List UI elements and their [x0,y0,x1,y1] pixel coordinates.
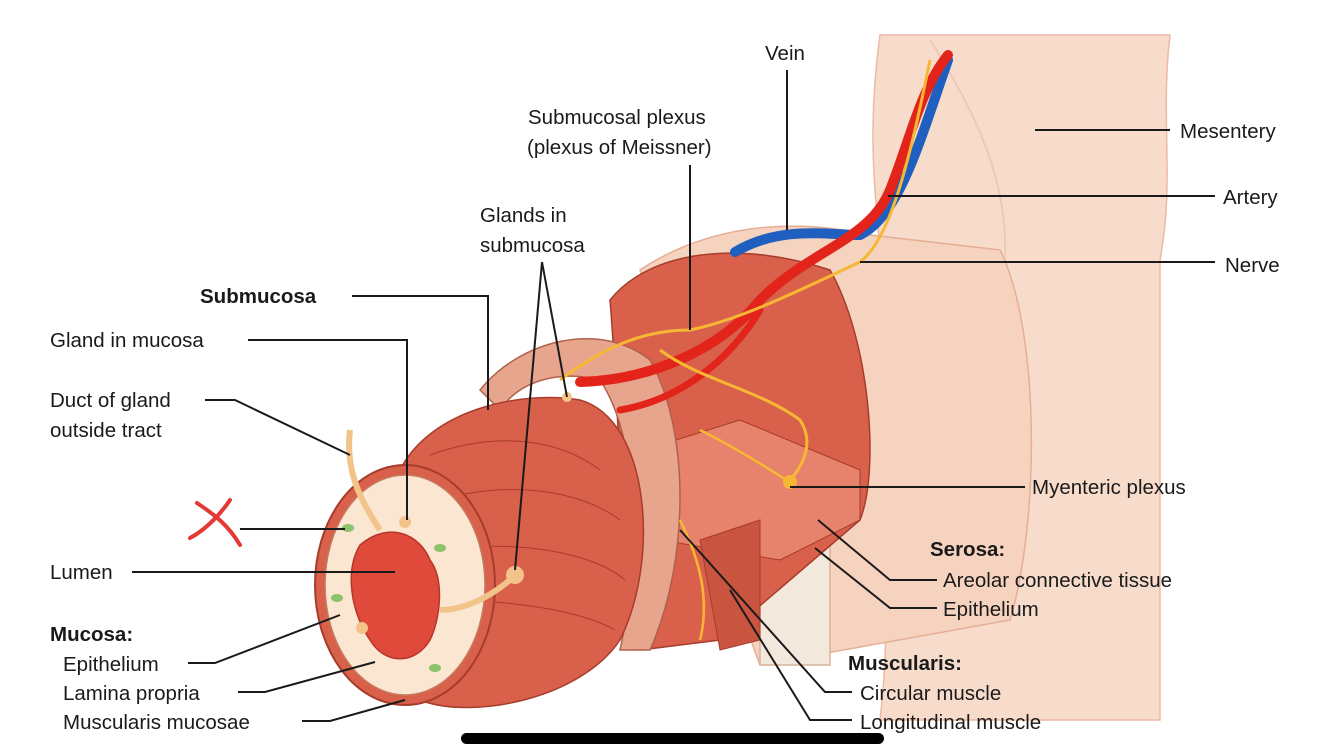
label-gland-in-mucosa: Gland in mucosa [50,329,204,352]
label-nerve: Nerve [1225,254,1280,277]
vein-vessel [730,55,953,257]
label-submucosal-plexus-1: Submucosal plexus [528,106,706,129]
label-mucosa: Mucosa: [50,623,133,646]
x-annotation [188,498,242,547]
label-epithelium-mucosa: Epithelium [63,653,159,676]
label-lumen: Lumen [50,561,113,584]
label-glands-submucosa-1: Glands in [480,204,567,227]
label-longitudinal-muscle: Longitudinal muscle [860,711,1041,734]
label-areolar: Areolar connective tissue [943,569,1172,592]
label-serosa: Serosa: [930,538,1005,561]
labels: Vein Submucosal plexus (plexus of Meissn… [50,42,1280,734]
label-mesentery: Mesentery [1180,120,1276,143]
label-artery: Artery [1223,186,1278,209]
artery-vessel [575,50,953,387]
label-lamina-propria: Lamina propria [63,682,200,705]
label-epithelium-serosa: Epithelium [943,598,1039,621]
label-submucosal-plexus-2: (plexus of Meissner) [527,136,712,159]
label-duct-2: outside tract [50,419,162,442]
label-myenteric-plexus: Myenteric plexus [1032,476,1186,499]
label-duct-1: Duct of gland [50,389,171,412]
label-muscularis: Muscularis: [848,652,962,675]
label-circular-muscle: Circular muscle [860,682,1001,705]
label-muscularis-mucosae: Muscularis mucosae [63,711,250,734]
cross-section [314,429,524,706]
label-vein: Vein [765,42,805,65]
vessels-nerves [559,50,953,641]
home-indicator[interactable] [461,733,884,744]
lumen-shape [350,531,441,660]
nerve-fibers [559,59,932,382]
label-submucosa: Submucosa [200,285,317,308]
leader-lines [132,70,1215,722]
label-glands-submucosa-2: submucosa [480,234,585,257]
